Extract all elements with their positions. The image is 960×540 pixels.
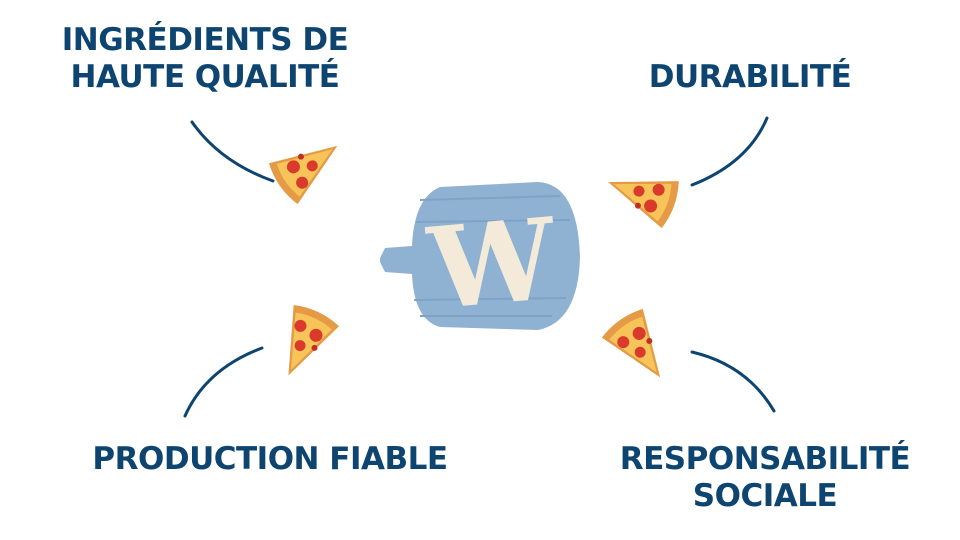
connector-line-bottom-right (690, 350, 776, 413)
pillar-label-production-line-1: PRODUCTION FIABLE (92, 441, 448, 477)
pillar-label-production: PRODUCTION FIABLE (70, 441, 470, 478)
pillar-label-quality-line-1: INGRÉDIENTS DE (61, 22, 349, 58)
pillar-label-social-line-1: RESPONSABILITÉ (619, 441, 911, 477)
connector-line-top-right (690, 116, 769, 187)
pizza-slice-icon-bottom-right (599, 305, 681, 392)
pillar-label-quality: INGRÉDIENTS DE HAUTE QUALITÉ (40, 22, 370, 96)
pizza-slice-icon-top-left (265, 125, 352, 207)
connector-line-bottom-left (183, 346, 264, 418)
pizza-slice-icon-bottom-left (265, 301, 341, 387)
pillar-label-social-line-2: SOCIALE (692, 478, 838, 514)
pizza-slice-icon-top-right (599, 158, 683, 230)
connector-line-top-left (190, 120, 275, 183)
pillar-label-sustainability: DURABILITÉ (615, 59, 885, 96)
pillar-label-social: RESPONSABILITÉ SOCIALE (600, 441, 930, 515)
pillar-label-quality-line-2: HAUTE QUALITÉ (70, 59, 340, 95)
logo-letter: W (423, 194, 563, 336)
pizza-paddle-icon: W (380, 182, 580, 335)
pillar-label-sustainability-line-1: DURABILITÉ (648, 59, 852, 95)
